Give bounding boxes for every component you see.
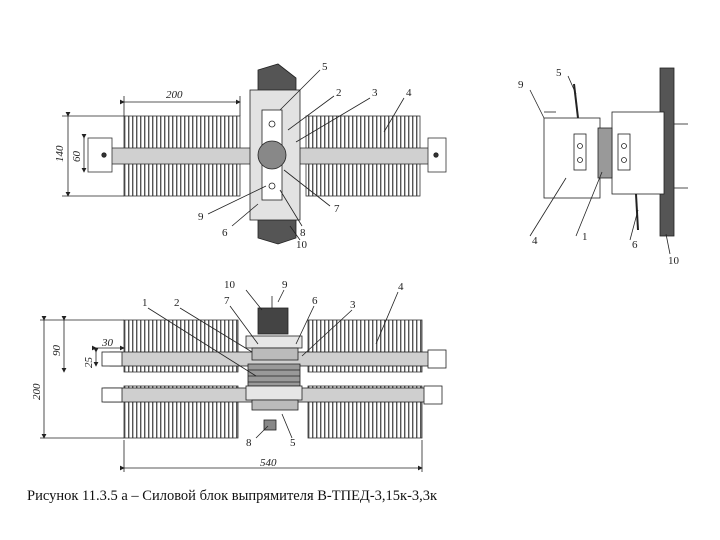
callout-bottom-3: 3 [350,299,356,311]
callout-bottom-10: 10 [224,279,236,291]
dim-bottom-half: 90 [51,345,63,357]
dim-bottom-offset: 30 [101,337,114,349]
callout-bottom-4: 4 [398,281,404,293]
callout-top-10: 10 [296,239,308,251]
callout-top-8: 8 [300,227,306,239]
callout-top-4: 4 [406,87,412,99]
callout-bottom-5: 5 [290,437,296,449]
callout-top-7: 7 [334,203,340,215]
callout-top-9: 9 [198,211,204,223]
callout-bottom-6: 6 [312,295,318,307]
top-view [62,63,447,245]
callout-side-10: 10 [668,255,680,267]
dim-top-height-outer: 140 [54,145,66,162]
callout-top-3: 3 [372,87,378,99]
callout-side-5: 5 [556,67,562,79]
control-block [257,307,289,335]
callout-bottom-9: 9 [282,279,288,291]
dim-bottom-total: 200 [31,383,43,400]
callout-top-5: 5 [322,61,328,73]
dim-bottom-length: 540 [260,457,277,469]
dim-top-height-inner: 60 [71,151,83,163]
callout-top-2: 2 [336,87,342,99]
callout-side-1: 1 [582,231,588,243]
callout-bottom-7: 7 [224,295,230,307]
side-view [529,67,688,255]
dim-top-width: 200 [166,89,183,101]
callout-side-6: 6 [632,239,638,251]
callout-side-9: 9 [518,79,524,91]
figure-caption: Рисунок 11.3.5 а – Силовой блок выпрямит… [27,488,438,504]
callout-top-6: 6 [222,227,228,239]
dim-bottom-small: 25 [83,357,95,369]
bottom-view [40,289,447,472]
callout-bottom-2: 2 [174,297,180,309]
callout-bottom-1: 1 [142,297,148,309]
callout-side-4: 4 [532,235,538,247]
callout-bottom-8: 8 [246,437,252,449]
